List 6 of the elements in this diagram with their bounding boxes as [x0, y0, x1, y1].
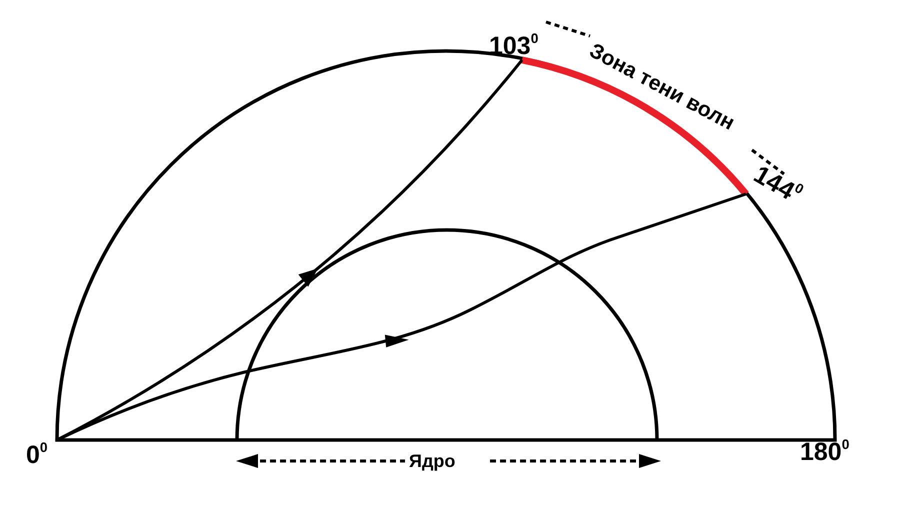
angle-label: 144$^{0}$	[750, 162, 805, 208]
angle-label: 0$^{0}$	[26, 443, 48, 468]
core-label: Ядро	[409, 452, 456, 470]
angle-label: 103$^{0}$	[489, 34, 538, 59]
zone-label: Зона тени волн	[586, 40, 738, 134]
angle-label: 180$^{0}$	[800, 440, 850, 465]
